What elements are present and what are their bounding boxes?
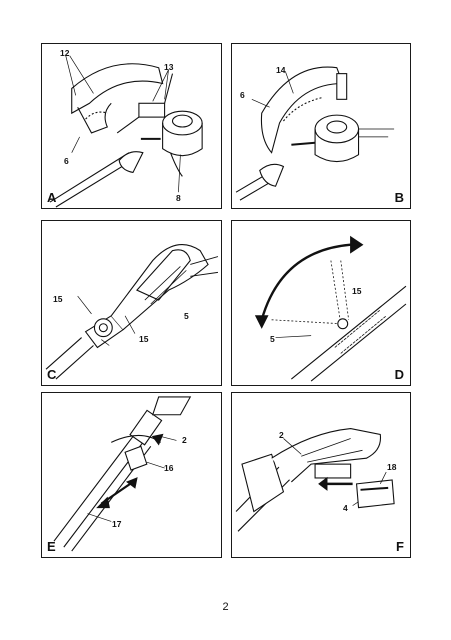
panel-letter: A	[47, 190, 57, 205]
panel-letter: D	[394, 367, 404, 382]
callout-label: 5	[184, 311, 189, 321]
guard-fitted-illustration	[235, 66, 395, 201]
callout-label: 16	[164, 463, 174, 473]
callout-label: 13	[164, 62, 174, 72]
figure-panel-b: 14 6 B	[231, 43, 411, 209]
figure-panel-d: 15 5 D	[231, 220, 411, 386]
figure-panel-e: 2 16 17 E	[41, 392, 222, 558]
callout-label: 14	[276, 65, 286, 75]
panel-letter: E	[47, 539, 56, 554]
handle-rotation-illustration	[254, 235, 407, 382]
shaft-length-illustration	[53, 396, 192, 552]
figure-panel-f: 2 18 4 F	[231, 392, 411, 558]
figure-panel-a: 12 13 6 8 A	[41, 43, 222, 209]
callout-label: 4	[343, 503, 348, 513]
figure-panel-c: 15 5 15 C	[41, 220, 222, 386]
callout-label: 18	[387, 462, 397, 472]
callout-label: 15	[352, 286, 362, 296]
panel-letter: F	[396, 539, 404, 554]
callout-label: 17	[112, 519, 122, 529]
callout-label: 15	[53, 294, 63, 304]
callout-label: 5	[270, 334, 275, 344]
callout-label: 2	[279, 430, 284, 440]
battery-insertion-illustration	[235, 428, 395, 532]
callout-label: 6	[64, 156, 69, 166]
callout-label: 2	[182, 435, 187, 445]
page-number: 2	[222, 601, 229, 613]
callout-label: 15	[139, 334, 149, 344]
callout-label: 8	[176, 193, 181, 203]
guard-fitting-illustration	[49, 55, 203, 208]
panel-letter: B	[394, 190, 404, 205]
callout-label: 12	[60, 48, 70, 58]
panel-letter: C	[47, 367, 57, 382]
handle-adjustment-illustration	[45, 244, 219, 380]
callout-label: 6	[240, 90, 245, 100]
